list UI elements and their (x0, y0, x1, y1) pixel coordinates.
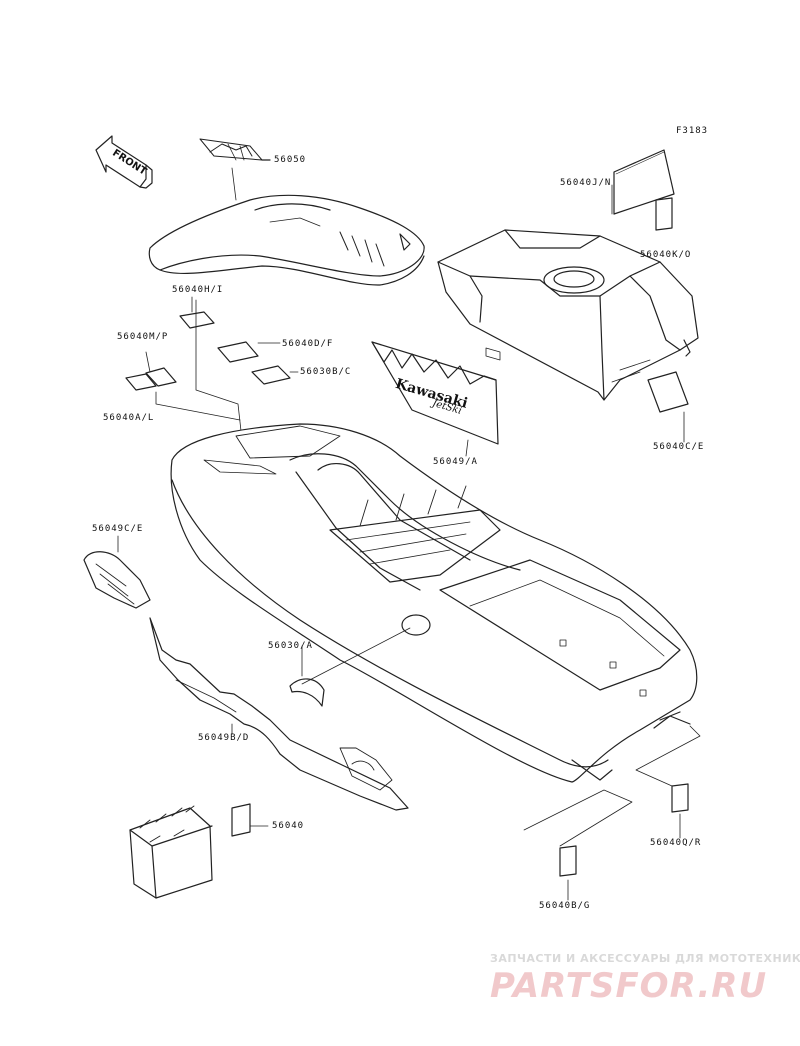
label-56040: 56040 (272, 821, 305, 831)
decal-56049ce (83, 551, 151, 609)
label-56030bc: 56030B/C (300, 367, 352, 377)
label-56040bg: 56040B/G (539, 901, 591, 911)
label-56040al: 56040A/L (103, 413, 155, 423)
front-cover (148, 194, 425, 286)
rear-cowl (437, 229, 699, 401)
watermark-logo: PARTSFOR.RU (490, 966, 768, 1006)
front-arrow-icon: FRONT (95, 135, 153, 189)
sticker-56040ce (647, 371, 689, 413)
sticker-56040al (125, 367, 177, 391)
decal-56049a (371, 341, 499, 445)
sticker-56040bg (559, 845, 577, 877)
label-56030a: 56030/A (268, 641, 313, 651)
label-56040mp: 56040M/P (117, 332, 169, 342)
label-56040hi: 56040H/I (172, 285, 224, 295)
sticker-56030bc (251, 365, 291, 385)
sticker-56040ko (655, 197, 673, 231)
label-56040df: 56040D/F (282, 339, 334, 349)
label-56040ce: 56040C/E (653, 442, 705, 452)
sticker-56040 (231, 803, 251, 837)
decal-56050 (199, 138, 271, 161)
label-56049a: 56049/A (433, 457, 478, 467)
label-56049bd: 56049B/D (198, 733, 250, 743)
sticker-56040qr (671, 783, 689, 813)
sticker-56030a (289, 678, 325, 707)
watermark-tagline: ЗАПЧАСТИ И АКСЕССУАРЫ ДЛЯ МОТОТЕХНИКИ (490, 952, 800, 965)
sticker-56040jn (613, 149, 675, 215)
label-56040ko: 56040K/O (640, 250, 692, 260)
sticker-56040hi (179, 311, 215, 329)
label-56050: 56050 (274, 155, 307, 165)
label-56040qr: 56040Q/R (650, 838, 702, 848)
main-hull (170, 423, 698, 783)
label-56049ce: 56049C/E (92, 524, 144, 534)
sticker-56040df (217, 341, 259, 363)
battery (129, 805, 213, 899)
figure-code: F3183 (676, 126, 709, 136)
decal-56049bd (149, 617, 409, 811)
label-56040jn: 56040J/N (560, 178, 612, 188)
